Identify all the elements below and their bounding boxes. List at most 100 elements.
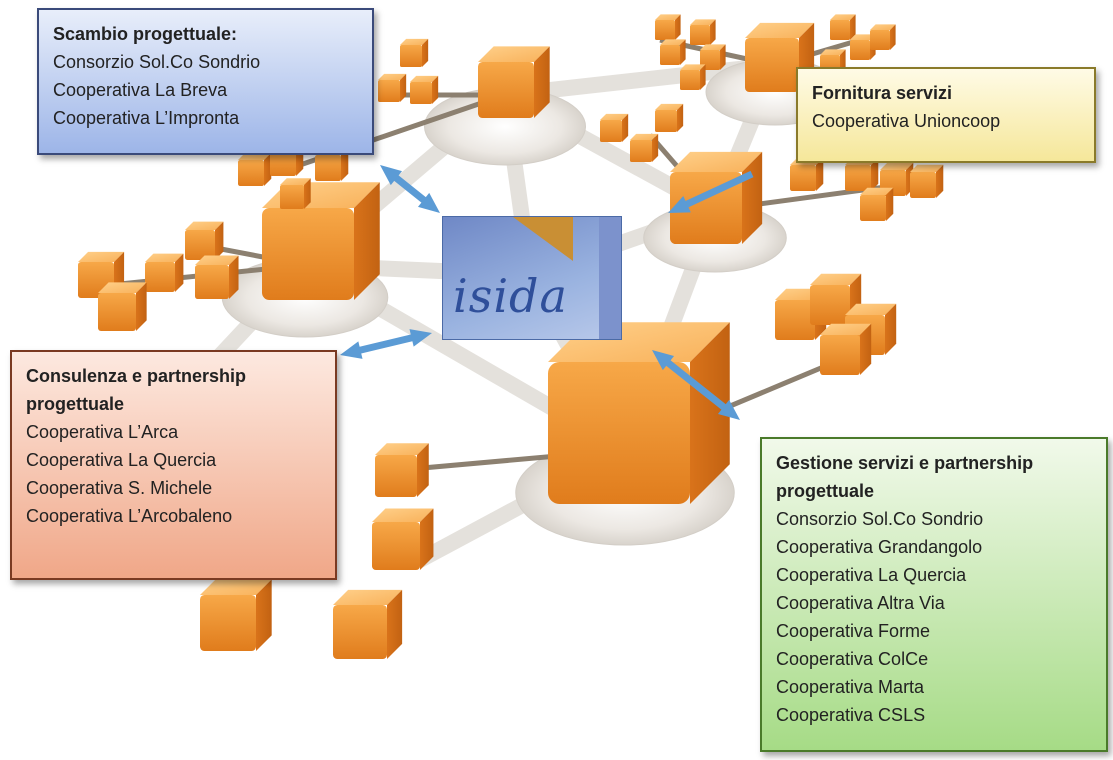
cube-side-face bbox=[534, 46, 550, 118]
cube-front-face bbox=[378, 80, 400, 102]
cube-top-face bbox=[145, 253, 184, 262]
cube-front-face bbox=[870, 30, 890, 50]
cube-node bbox=[333, 589, 403, 659]
cube-node bbox=[630, 133, 659, 162]
cube-node bbox=[548, 322, 730, 504]
cube-node bbox=[870, 24, 896, 50]
cube-front-face bbox=[850, 40, 870, 60]
isida-logo: isida bbox=[442, 216, 622, 340]
cube-top-face bbox=[810, 273, 862, 285]
cube-side-face bbox=[422, 38, 429, 67]
cube-front-face bbox=[790, 165, 816, 191]
cube-front-face bbox=[655, 20, 675, 40]
cube-side-face bbox=[264, 152, 272, 186]
arrow-head bbox=[668, 195, 691, 213]
cube-top-face bbox=[98, 282, 147, 293]
cube-side-face bbox=[652, 133, 659, 162]
cube-front-face bbox=[238, 160, 264, 186]
cube-top-face bbox=[378, 73, 407, 80]
arrow-shaft bbox=[388, 171, 432, 207]
cube-side-face bbox=[304, 178, 311, 209]
cube-front-face bbox=[195, 265, 229, 299]
cube-side-face bbox=[885, 303, 897, 355]
cube-front-face bbox=[548, 362, 690, 504]
cube-front-face bbox=[315, 155, 341, 181]
logo-side-stripe bbox=[599, 217, 621, 339]
cube-top-face bbox=[870, 24, 896, 30]
cube-front-face bbox=[660, 45, 680, 65]
connection-arrows bbox=[340, 165, 754, 420]
cube-front-face bbox=[400, 45, 422, 67]
cube-node bbox=[700, 44, 726, 70]
cube-top-face bbox=[372, 508, 434, 522]
cube-front-face bbox=[372, 522, 420, 570]
cube-top-face bbox=[845, 303, 897, 315]
cube-top-face bbox=[478, 46, 550, 62]
cube-top-face bbox=[670, 151, 763, 172]
cube-node bbox=[372, 508, 434, 570]
cube-top-face bbox=[820, 49, 846, 55]
cube-front-face bbox=[280, 185, 304, 209]
cube-side-face bbox=[816, 157, 824, 191]
cube-node bbox=[238, 152, 272, 186]
cube-side-face bbox=[675, 14, 681, 40]
cube-top-face bbox=[850, 34, 876, 40]
double-arrow bbox=[340, 329, 432, 359]
cube-side-face bbox=[417, 443, 429, 497]
cube-top-face bbox=[280, 178, 311, 185]
box-scambio-progettuale: Scambio progettuale: Consorzio Sol.Co So… bbox=[37, 8, 374, 155]
cube-node bbox=[400, 38, 429, 67]
cube-side-face bbox=[229, 255, 239, 299]
cube-node bbox=[200, 579, 272, 651]
list-item: Cooperativa Marta bbox=[776, 677, 925, 697]
cube-front-face bbox=[200, 595, 256, 651]
box-title: Fornitura servizi bbox=[812, 83, 953, 103]
cube-side-face bbox=[341, 147, 349, 181]
cube-front-face bbox=[690, 25, 710, 45]
box-gestione-servizi: Gestione servizi e partnership progettua… bbox=[760, 437, 1108, 752]
list-item: Cooperativa ColCe bbox=[776, 649, 929, 669]
cube-side-face bbox=[936, 164, 944, 198]
cube-front-face bbox=[745, 38, 799, 92]
list-item: Cooperativa Grandangolo bbox=[776, 537, 983, 557]
arrow-head bbox=[417, 192, 440, 213]
cube-top-face bbox=[185, 221, 224, 230]
cube-node bbox=[655, 103, 684, 132]
arrow-head bbox=[340, 341, 363, 359]
cube-front-face bbox=[845, 165, 871, 191]
cube-side-face bbox=[420, 508, 434, 570]
cube-top-face bbox=[200, 579, 272, 595]
cube-side-face bbox=[860, 323, 872, 375]
cube-side-face bbox=[136, 282, 147, 331]
cube-node bbox=[280, 178, 311, 209]
cube-top-face bbox=[830, 14, 856, 20]
cube-front-face bbox=[262, 208, 354, 300]
cube-front-face bbox=[375, 455, 417, 497]
cube-side-face bbox=[677, 103, 684, 132]
cube-top-face bbox=[375, 443, 429, 455]
double-arrow bbox=[380, 165, 440, 213]
arrow-head bbox=[409, 329, 432, 347]
cube-node bbox=[195, 255, 239, 299]
cube-front-face bbox=[810, 285, 850, 325]
list-item: Consorzio Sol.Co Sondrio bbox=[53, 52, 261, 72]
cube-node bbox=[478, 46, 550, 118]
cube-node bbox=[910, 164, 944, 198]
cube-side-face bbox=[622, 113, 629, 142]
cube-node bbox=[185, 221, 224, 260]
cube-top-face bbox=[745, 22, 815, 38]
cube-node bbox=[820, 323, 872, 375]
cube-top-face bbox=[195, 255, 239, 265]
cube-node bbox=[655, 14, 681, 40]
cube-front-face bbox=[333, 605, 387, 659]
cube-node bbox=[262, 182, 380, 300]
box-fornitura-servizi: Fornitura servizi Cooperativa Unioncoop bbox=[796, 67, 1096, 163]
cube-front-face bbox=[910, 172, 936, 198]
cube-node bbox=[690, 19, 716, 45]
cube-top-face bbox=[700, 44, 726, 50]
cube-top-face bbox=[630, 133, 659, 140]
cube-front-face bbox=[478, 62, 534, 118]
cube-side-face bbox=[690, 322, 730, 504]
cube-side-face bbox=[387, 589, 403, 659]
box-consulenza-partnership: Consulenza e partnership progettuale Coo… bbox=[10, 350, 337, 580]
